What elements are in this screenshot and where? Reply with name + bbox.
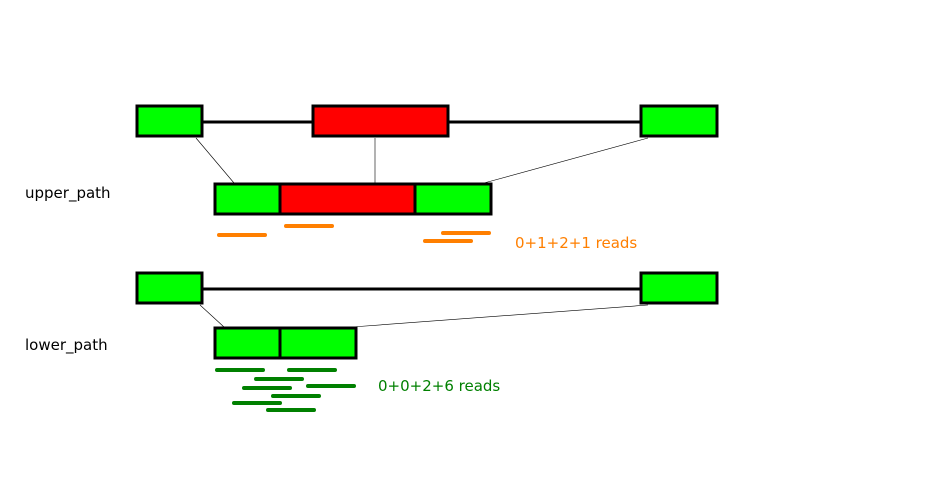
upper-connectors xyxy=(195,137,649,184)
upper-transcript xyxy=(213,182,493,216)
upper-exon-2 xyxy=(311,104,450,138)
upper-exon-3 xyxy=(639,104,719,138)
lower-connector-1 xyxy=(199,304,225,328)
lower-reads xyxy=(215,368,356,412)
lower-transcript-exon-1 xyxy=(213,326,282,360)
upper-reads xyxy=(217,224,491,243)
lower-connector-2 xyxy=(351,304,649,328)
upper-transcript-exon-3 xyxy=(413,182,493,216)
lower-connectors xyxy=(199,304,649,328)
upper-path-label: upper_path xyxy=(25,184,111,203)
upper-connector-3 xyxy=(483,137,649,184)
lower-path-label: lower_path xyxy=(25,336,108,355)
upper-transcript-exon-1 xyxy=(213,182,282,216)
lower-transcript xyxy=(213,326,358,360)
lower-gene-model xyxy=(135,271,719,305)
upper-transcript-exon-2 xyxy=(278,182,417,216)
upper-exon-1 xyxy=(135,104,204,138)
upper-reads-count: 0+1+2+1 reads xyxy=(515,234,637,252)
upper-connector-1 xyxy=(195,137,235,184)
lower-exon-2 xyxy=(639,271,719,305)
lower-exon-1 xyxy=(135,271,204,305)
upper-gene-model xyxy=(135,104,719,138)
lower-transcript-exon-2 xyxy=(278,326,358,360)
lower-reads-count: 0+0+2+6 reads xyxy=(378,377,500,395)
